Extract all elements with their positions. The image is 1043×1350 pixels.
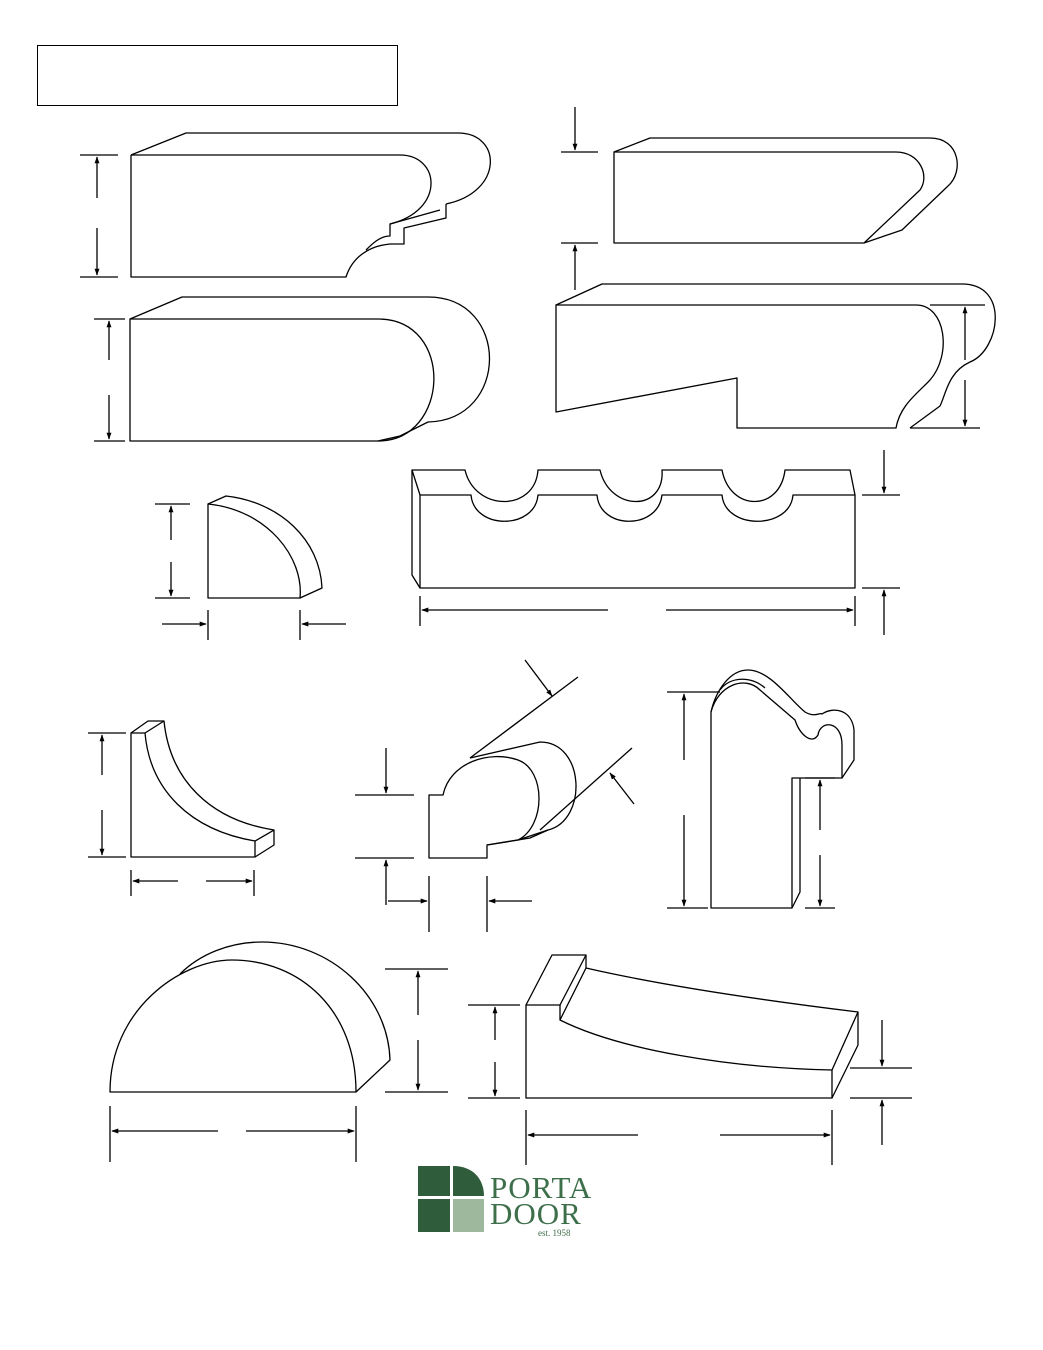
- dimension-half-round-height: [385, 969, 448, 1092]
- profile-cove: [131, 721, 274, 857]
- dimension-bead-diameter: [525, 660, 634, 804]
- logo-leaf-bottom-right: [453, 1199, 484, 1232]
- dimension-crown-height: [667, 692, 720, 908]
- dimension-cove-width: [131, 870, 254, 896]
- dimension-bead-height: [355, 748, 414, 905]
- logo-word-door: DOOR: [490, 1196, 582, 1231]
- profile-scalloped: [412, 470, 855, 588]
- logo-leaf-bottom-left: [418, 1199, 450, 1232]
- profile-mould-3: [130, 297, 490, 441]
- profile-mould-4: [556, 284, 995, 428]
- dimension-mould-1-height: [80, 155, 118, 277]
- logo-established: est. 1958: [538, 1228, 571, 1238]
- title-block: [37, 45, 398, 106]
- profile-quarter-round: [208, 496, 322, 598]
- dimension-sloped-base-height: [468, 1005, 520, 1098]
- profile-bead: [429, 677, 632, 858]
- logo-word-porta: PORTA: [490, 1170, 593, 1205]
- dimension-scalloped-length: [420, 596, 855, 626]
- logo-leaf-top-right: [453, 1166, 484, 1196]
- porta-door-logo: PORTA DOOR est. 1958: [416, 1162, 631, 1240]
- dimension-half-round-width: [110, 1106, 356, 1162]
- profile-crown: [711, 670, 854, 908]
- dimension-cove-height: [88, 733, 126, 857]
- profile-sloped-base: [526, 955, 858, 1098]
- dimension-crown-depth: [805, 778, 835, 908]
- dimension-mould-2-height: [561, 107, 598, 290]
- dimension-quarter-round-width: [162, 610, 346, 640]
- dimension-sloped-base-thickness: [850, 1020, 912, 1145]
- porta-door-logo-mark: [418, 1166, 484, 1232]
- dimension-scalloped-height: [862, 450, 900, 635]
- profile-mould-1: [131, 133, 490, 277]
- dimension-bead-width: [388, 876, 532, 932]
- profile-mould-2: [614, 138, 957, 243]
- dimension-mould-3-height: [94, 319, 125, 441]
- profile-half-round: [110, 942, 390, 1092]
- logo-leaf-top-left: [418, 1166, 450, 1196]
- dimension-sloped-base-width: [526, 1110, 832, 1165]
- dimension-mould-4-height: [910, 305, 985, 428]
- dimension-quarter-round-height: [155, 504, 190, 598]
